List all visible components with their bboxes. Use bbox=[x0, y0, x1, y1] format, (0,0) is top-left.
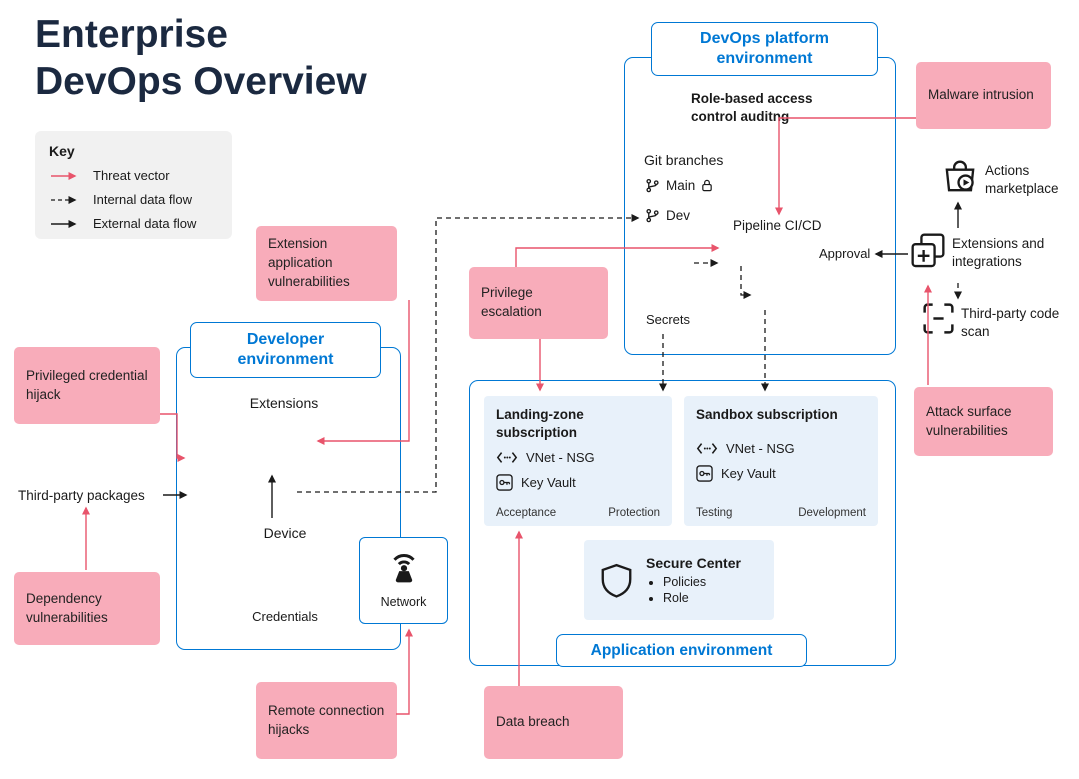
pipeline-cicd-label: Pipeline CI/CD bbox=[733, 218, 822, 233]
branch-main-row: Main bbox=[645, 178, 713, 193]
landing-zone-keyvault-row: Key Vault bbox=[496, 474, 660, 491]
actions-marketplace-icon bbox=[941, 158, 979, 201]
landing-zone-vnet-label: VNet - NSG bbox=[526, 450, 595, 466]
git-branches-label: Git branches bbox=[644, 152, 724, 168]
third-party-code-scan-label: Third-party code scan bbox=[961, 306, 1060, 339]
secure-center-item-role: Role bbox=[663, 591, 741, 605]
page-title-line2: DevOps Overview bbox=[35, 59, 367, 103]
developer-environment-title: Developer environment bbox=[190, 322, 381, 378]
external-flow-arrow-sample bbox=[51, 219, 77, 228]
page-title-line1: Enterprise bbox=[35, 13, 228, 56]
stage-testing: Testing bbox=[696, 507, 733, 519]
rbac-label: Role-based access control auditng bbox=[691, 91, 813, 124]
network-label: Network bbox=[380, 595, 427, 609]
shield-icon bbox=[601, 563, 632, 598]
landing-zone-vnet-row: VNet - NSG bbox=[496, 450, 660, 465]
devops-platform-environment-title: DevOps platform environment bbox=[651, 22, 878, 76]
legend-item-threat-vector: Threat vector bbox=[49, 168, 232, 183]
legend-label-external-flow: External data flow bbox=[93, 216, 197, 231]
third-party-packages-label: Third-party packages bbox=[18, 488, 145, 503]
credentials-label: Credentials bbox=[252, 609, 318, 624]
legend-label-internal-flow: Internal data flow bbox=[93, 192, 193, 207]
third-party-code-scan-icon bbox=[921, 301, 956, 341]
extensions-integrations-icon bbox=[909, 231, 947, 274]
sandbox-vnet-row: VNet - NSG bbox=[696, 441, 866, 456]
secure-center-title: Secure Center bbox=[646, 555, 741, 571]
threat-malware-intrusion: Malware intrusion bbox=[916, 62, 1051, 129]
threat-attack-surface-label: Attack surface vulnerabilities bbox=[926, 403, 1012, 438]
network-box: Network bbox=[359, 537, 448, 624]
landing-zone-subscription-card: Landing-zone subscription VNet - NSG Key… bbox=[484, 396, 672, 526]
application-environment-title: Application environment bbox=[556, 634, 807, 667]
vnet-icon bbox=[496, 452, 518, 463]
landing-zone-title: Landing-zone subscription bbox=[496, 407, 584, 440]
lock-icon bbox=[702, 179, 713, 192]
extensions-label: Extensions bbox=[249, 395, 319, 411]
threat-dependency-label: Dependency vulnerabilities bbox=[26, 590, 108, 625]
device-label: Device bbox=[263, 525, 307, 541]
stage-development: Development bbox=[798, 507, 866, 519]
threat-privileged-credential-hijack: Privileged credential hijack bbox=[14, 347, 160, 424]
application-env-title-text: Application environment bbox=[590, 641, 773, 659]
git-branch-icon bbox=[646, 178, 659, 193]
secure-center-item-policies: Policies bbox=[663, 575, 741, 589]
threat-extension-application-vulnerabilities: Extension application vulnerabilities bbox=[256, 226, 397, 301]
sandbox-vnet-label: VNet - NSG bbox=[726, 440, 795, 456]
secure-center-card: Secure Center Policies Role bbox=[584, 540, 774, 620]
legend-key: Key Threat vector Internal data flow Ext… bbox=[35, 131, 232, 239]
stage-acceptance: Acceptance bbox=[496, 507, 557, 519]
threat-attack-surface-vulnerabilities: Attack surface vulnerabilities bbox=[914, 387, 1053, 456]
branch-main-label: Main bbox=[666, 178, 696, 193]
threat-privilege-escalation: Privilege escalation bbox=[469, 267, 608, 339]
sandbox-stages: Testing Development bbox=[696, 507, 866, 519]
secure-center-content: Secure Center Policies Role bbox=[646, 555, 741, 605]
threat-privilege-escalation-label: Privilege escalation bbox=[481, 285, 542, 319]
threat-dependency-vulnerabilities: Dependency vulnerabilities bbox=[14, 572, 160, 645]
page-title: Enterprise DevOps Overview bbox=[35, 12, 367, 106]
branch-dev-label: Dev bbox=[666, 208, 691, 223]
approval-label: Approval bbox=[819, 246, 871, 261]
landing-zone-stages: Acceptance Protection bbox=[496, 507, 660, 519]
threat-malware-label: Malware intrusion bbox=[928, 87, 1034, 103]
branch-dev-row: Dev bbox=[645, 208, 690, 223]
legend-item-external-flow: External data flow bbox=[49, 216, 232, 231]
actions-marketplace-label: Actions marketplace bbox=[985, 163, 1059, 196]
threat-privileged-credential-label: Privileged credential hijack bbox=[26, 367, 148, 402]
git-branch-icon bbox=[646, 208, 659, 223]
legend-heading: Key bbox=[49, 143, 75, 159]
threat-vector-arrow-sample bbox=[51, 171, 77, 180]
key-vault-icon bbox=[496, 474, 513, 491]
secrets-label: Secrets bbox=[645, 312, 691, 327]
threat-remote-connection-hijacks: Remote connection hijacks bbox=[256, 682, 397, 759]
legend-label-threat-vector: Threat vector bbox=[93, 168, 170, 183]
network-antenna-icon bbox=[360, 544, 447, 593]
sandbox-title: Sandbox subscription bbox=[696, 407, 838, 422]
stage-protection: Protection bbox=[608, 507, 660, 519]
vnet-icon bbox=[696, 442, 718, 454]
key-vault-icon bbox=[696, 464, 713, 482]
secure-center-list: Policies Role bbox=[646, 575, 741, 605]
landing-zone-keyvault-label: Key Vault bbox=[521, 475, 576, 491]
legend-item-internal-flow: Internal data flow bbox=[49, 192, 232, 207]
threat-extension-app-label: Extension application vulnerabilities bbox=[268, 236, 350, 289]
extensions-integrations-label: Extensions and integrations bbox=[952, 236, 1045, 269]
threat-remote-connection-label: Remote connection hijacks bbox=[268, 702, 385, 737]
sandbox-subscription-card: Sandbox subscription VNet - NSG Key Vaul… bbox=[684, 396, 878, 526]
internal-flow-arrow-sample bbox=[51, 195, 77, 204]
sandbox-keyvault-row: Key Vault bbox=[696, 464, 866, 482]
threat-data-breach-label: Data breach bbox=[496, 714, 570, 730]
devops-platform-title-text: DevOps platform environment bbox=[700, 30, 829, 67]
developer-env-title-text: Developer environment bbox=[237, 331, 334, 368]
sandbox-keyvault-label: Key Vault bbox=[721, 465, 776, 481]
threat-data-breach: Data breach bbox=[484, 686, 623, 759]
